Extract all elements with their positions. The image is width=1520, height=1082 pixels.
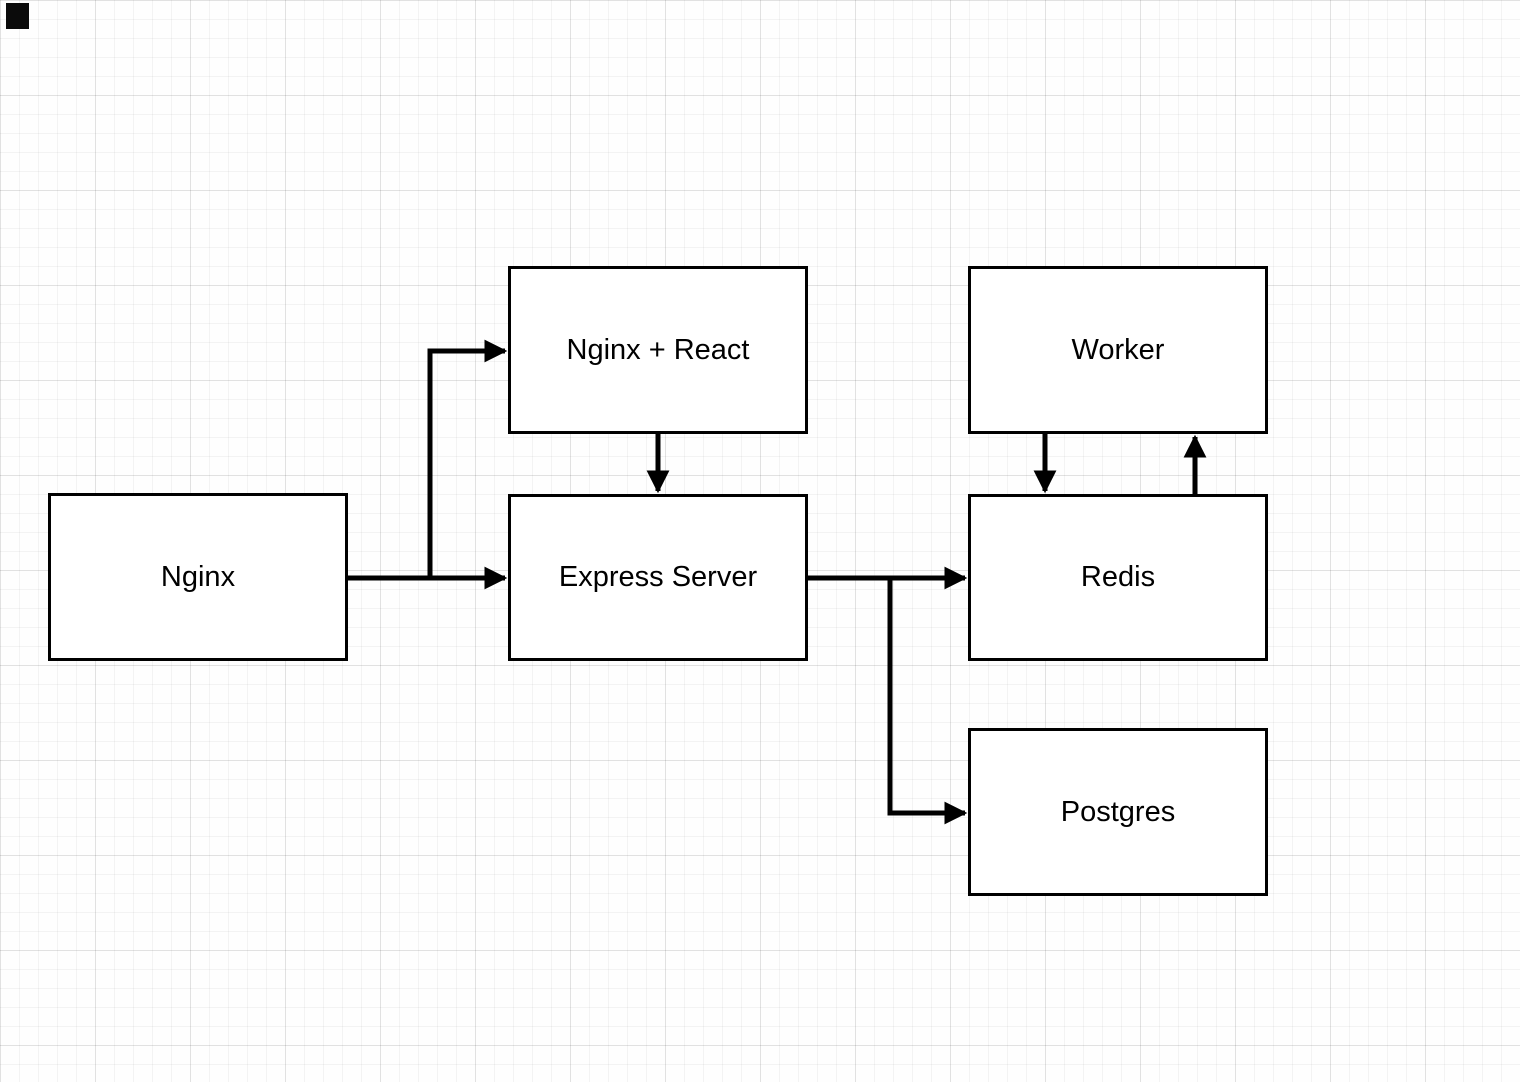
node-express-server-label: Express Server [558,561,758,593]
node-worker[interactable]: Worker [968,266,1268,434]
node-redis[interactable]: Redis [968,494,1268,661]
edge-express-to-postgres[interactable] [887,580,968,825]
node-nginx-label: Nginx [160,560,236,593]
node-postgres[interactable]: Postgres [968,728,1268,896]
node-express-server[interactable]: Express Server [508,494,808,661]
node-nginx-react[interactable]: Nginx + React [508,266,808,434]
node-postgres-label: Postgres [1060,795,1176,828]
node-worker-label: Worker [1071,333,1165,366]
node-nginx-react-label: Nginx + React [566,333,750,366]
node-redis-label: Redis [1080,561,1156,593]
node-nginx[interactable]: Nginx [48,493,348,661]
corner-marker [6,3,29,29]
edge-nginx-to-nginx-react[interactable] [427,339,508,580]
